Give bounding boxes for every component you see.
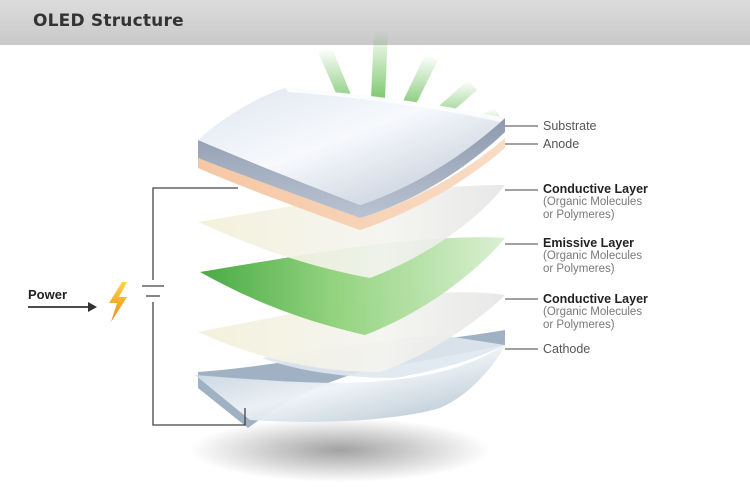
anode-label: Anode — [543, 137, 580, 151]
leader-lines — [505, 125, 538, 350]
anode-layer — [198, 138, 505, 230]
conductive-layer-sub-1a: (Organic Molecules — [543, 196, 643, 208]
emissive-layer-sub-a: (Organic Molecules — [543, 250, 643, 262]
conductive-layer-sub-2b: or Polymeres) — [543, 319, 615, 331]
conductive-layer-title-2: Conductive Layer — [543, 292, 648, 306]
conductive-layer-sub-1b: or Polymeres) — [543, 209, 615, 221]
emissive-layer-label: Emissive Layer (Organic Molecules or Pol… — [543, 236, 642, 276]
page-title: OLED Structure — [33, 11, 184, 31]
power-label: Power — [28, 287, 68, 302]
stack-shadow — [190, 418, 490, 482]
arrow-right-icon — [28, 302, 97, 312]
conductive-layer-label-1: Conductive Layer (Organic Molecules or P… — [543, 182, 648, 222]
emissive-layer-sub-b: or Polymeres) — [543, 263, 615, 275]
substrate-label: Substrate — [543, 119, 597, 133]
emissive-layer — [200, 237, 505, 335]
battery-icon — [142, 285, 164, 297]
conductive-layer-upper — [198, 185, 505, 278]
conductive-layer-title-1: Conductive Layer — [543, 182, 648, 196]
conductive-layer-sub-2a: (Organic Molecules — [543, 306, 643, 318]
lightning-bolt-icon — [109, 282, 127, 322]
power-circuit — [152, 187, 246, 426]
conductive-layer-lower — [198, 292, 505, 372]
conductive-layer-label-2: Conductive Layer (Organic Molecules or P… — [543, 292, 648, 332]
cathode-label: Cathode — [543, 342, 591, 356]
emissive-layer-title: Emissive Layer — [543, 236, 635, 250]
substrate-layer — [198, 88, 505, 218]
